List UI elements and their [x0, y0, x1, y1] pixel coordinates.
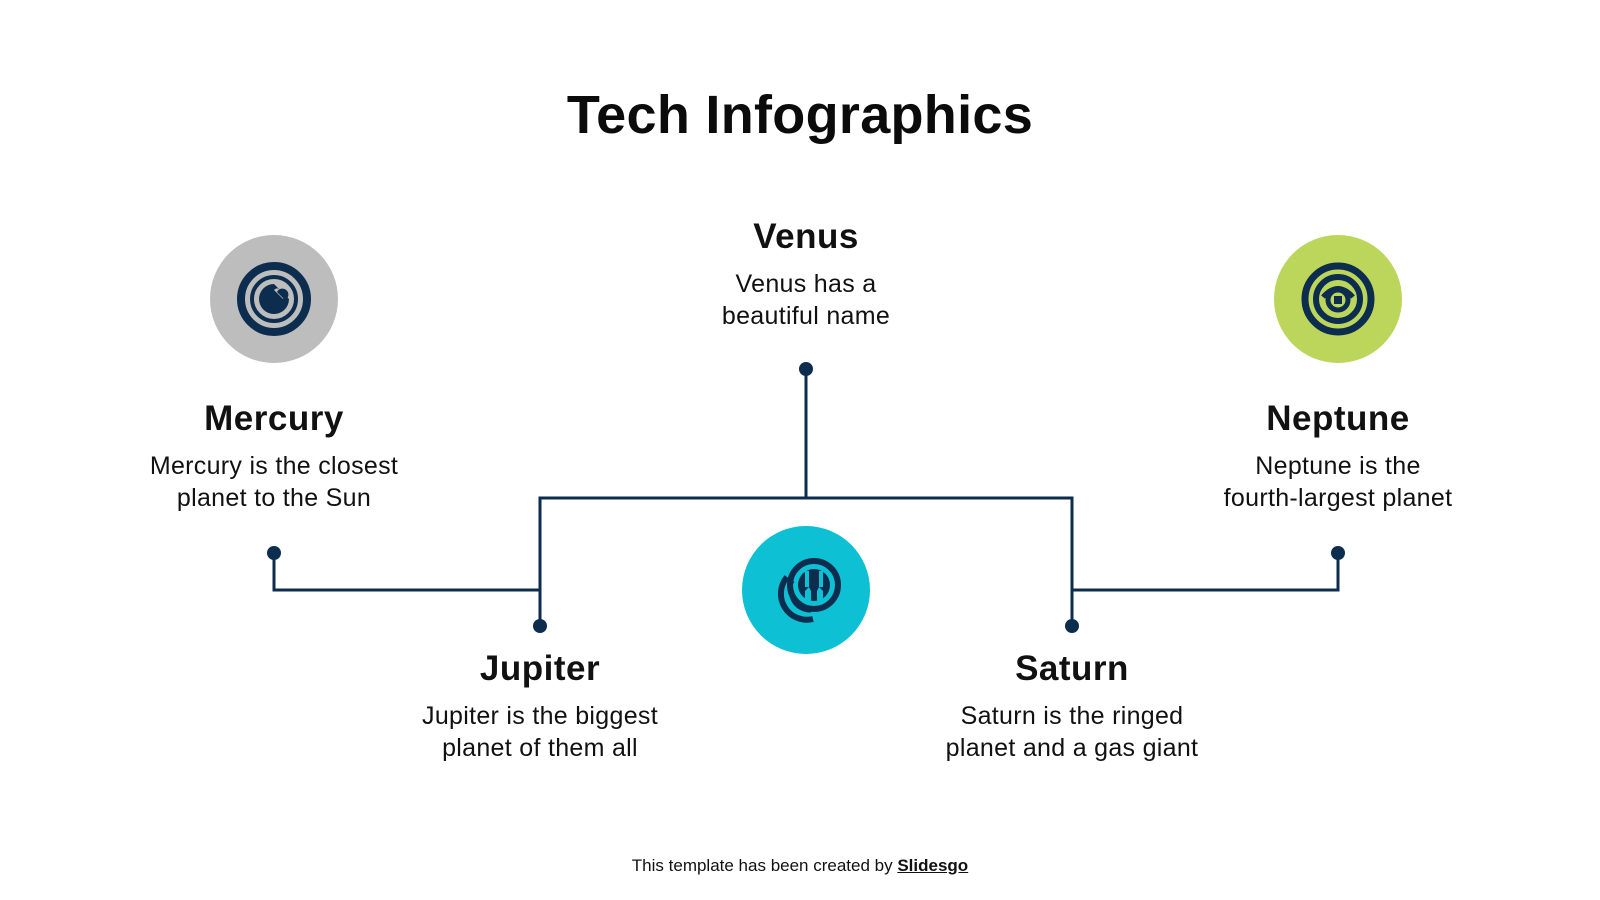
coins-icon [777, 558, 841, 623]
item-neptune: Neptune Neptune is the fourth-largest pl… [1168, 398, 1508, 514]
saturn-dot [1065, 619, 1079, 633]
item-venus: Venus Venus has a beautiful name [636, 216, 976, 332]
item-title: Mercury [204, 399, 344, 438]
item-description: Saturn is the ringed planet and a gas gi… [902, 700, 1242, 764]
item-saturn: Saturn Saturn is the ringed planet and a… [902, 648, 1242, 764]
target-chat-icon [237, 262, 311, 336]
desc-line: beautiful name [721, 302, 891, 330]
desc-line: planet and a gas giant [945, 734, 1199, 762]
desc-line: Venus has a [735, 270, 877, 298]
item-description: Jupiter is the biggest planet of them al… [370, 700, 710, 764]
neptune-icon-circle [1274, 235, 1402, 363]
item-description: Venus has a beautiful name [636, 268, 976, 332]
item-title: Jupiter [479, 649, 601, 688]
slide-title: Tech Infographics [566, 85, 1034, 145]
venus-icon-circle [742, 526, 870, 654]
venus-dot [799, 362, 813, 376]
item-mercury: Mercury Mercury is the closest planet to… [104, 398, 444, 514]
desc-line: planet to the Sun [176, 484, 372, 512]
neptune-dot [1331, 546, 1345, 560]
item-jupiter: Jupiter Jupiter is the biggest planet of… [370, 648, 710, 764]
desc-line: fourth-largest planet [1223, 484, 1453, 512]
item-description: Mercury is the closest planet to the Sun [104, 450, 444, 514]
desc-line: Jupiter is the biggest [422, 702, 658, 730]
desc-line: Neptune is the [1255, 452, 1421, 480]
desc-line: Saturn is the ringed [960, 702, 1184, 730]
item-title: Saturn [1015, 649, 1129, 688]
mercury-dot [267, 546, 281, 560]
footer-prefix: This template has been created by [631, 856, 898, 875]
item-title: Venus [753, 217, 859, 256]
slidesgo-link[interactable]: Slidesgo [897, 856, 969, 875]
item-description: Neptune is the fourth-largest planet [1168, 450, 1508, 514]
jupiter-dot [533, 619, 547, 633]
desc-line: planet of them all [442, 734, 638, 762]
eye-target-icon [1301, 262, 1375, 336]
desc-line: Mercury is the closest [149, 452, 399, 480]
item-title: Neptune [1266, 399, 1410, 438]
mercury-icon-circle [210, 235, 338, 363]
footer-credit: This template has been created by Slides… [0, 856, 1600, 876]
